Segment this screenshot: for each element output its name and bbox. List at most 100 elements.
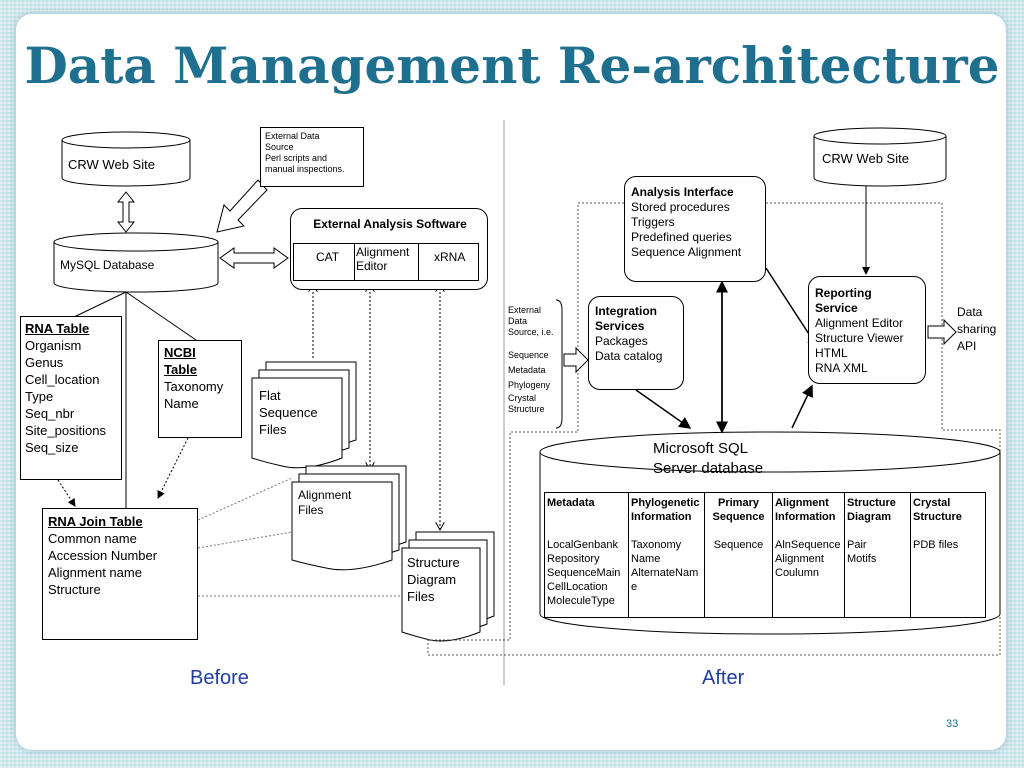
ext-source-block-arrow <box>216 179 268 233</box>
col-item: Taxonomy <box>631 539 682 551</box>
col-title: Structure <box>913 511 962 523</box>
ext-integration-arrow <box>563 346 589 374</box>
col-title: Diagram <box>847 511 892 523</box>
analysis-interface-box: Analysis Interface Stored procedures Tri… <box>624 176 766 282</box>
ncbi-field: Name <box>164 396 199 411</box>
slide-title: Data Management Re-architecture <box>24 36 1000 95</box>
integration-services-box: Integration Services Packages Data catal… <box>588 296 684 390</box>
api-line: Data <box>957 305 983 319</box>
col-title: Metadata <box>547 497 595 509</box>
rna-field: Genus <box>25 355 64 370</box>
rna-field: Type <box>25 389 54 404</box>
col-item: e <box>631 581 638 593</box>
rna-table-box: RNA Table Organism Genus Cell_location T… <box>20 316 122 480</box>
col-item: AlternateNam <box>631 567 699 579</box>
reporting-item: HTML <box>815 346 848 360</box>
after-crw-label: CRW Web Site <box>822 151 909 166</box>
mysql-analysis-arrow <box>219 247 289 269</box>
alignment-info-column: Alignment Information AlnSequence Alignm… <box>773 493 845 617</box>
after-ext-brace <box>555 299 563 429</box>
col-item: MoleculeType <box>547 595 615 607</box>
rna-field: Seq_nbr <box>25 406 75 421</box>
rna-join-field: Alignment name <box>48 565 142 580</box>
before-crw-label: CRW Web Site <box>68 157 155 172</box>
after-ext-source-label: External Data Source, i.e. Sequence Meta… <box>508 305 554 415</box>
page-number: 33 <box>946 718 959 730</box>
before-crw-cylinder <box>61 131 191 187</box>
flat-files-line: Flat <box>259 388 281 403</box>
rna-join-table-box: RNA Join Table Common name Accession Num… <box>42 508 198 640</box>
after-ext-line: Structure <box>508 404 545 414</box>
xrna-label: xRNA <box>434 250 466 264</box>
col-title: Alignment <box>775 497 829 509</box>
ncbi-title: Table <box>164 362 197 377</box>
rna-join-field: Accession Number <box>48 548 158 563</box>
api-line: sharing <box>957 322 997 336</box>
rna-field: Cell_location <box>25 372 100 387</box>
col-item: Sequence <box>713 539 764 551</box>
col-title: Information <box>775 511 836 523</box>
analysis-interface-title: Analysis Interface <box>631 185 734 199</box>
col-title: Primary <box>718 497 759 509</box>
alignment-files-line: Files <box>298 503 324 517</box>
sql-server-line: Microsoft SQL <box>653 440 749 457</box>
after-crw-cylinder <box>813 127 947 187</box>
after-label: After <box>702 667 745 689</box>
col-title: Information <box>631 511 692 523</box>
integration-item: Packages <box>595 334 648 348</box>
col-title: Phylogenetic <box>631 497 700 509</box>
rna-table-title: RNA Table <box>25 321 90 336</box>
before-label: Before <box>190 667 249 689</box>
reporting-item: Alignment Editor <box>815 316 904 330</box>
analysis-interface-item: Stored procedures <box>631 200 730 214</box>
col-item: SequenceMain <box>547 567 621 579</box>
alignment-files-stack <box>291 465 407 571</box>
analysis-software-title: External Analysis Software <box>313 217 467 231</box>
api-line: API <box>957 339 977 353</box>
alignment-files-line: Alignment <box>298 488 352 502</box>
before-mysql-cylinder <box>53 232 219 293</box>
analysis-interface-item: Sequence Alignment <box>631 245 742 259</box>
cat-label: CAT <box>316 250 340 264</box>
structure-files-line: Diagram <box>407 572 457 587</box>
after-dotted-boundary <box>427 202 1001 656</box>
structure-files-line: Files <box>407 589 435 604</box>
before-crw-mysql-arrow <box>116 191 136 233</box>
reporting-item: Structure Viewer <box>815 331 904 345</box>
col-title: Structure <box>847 497 896 509</box>
structure-diagram-column: Structure Diagram Pair Motifs <box>845 493 911 617</box>
after-ext-line: Data <box>508 316 528 326</box>
flat-files-line: Files <box>259 422 287 437</box>
col-item: CellLocation <box>547 581 608 593</box>
data-sharing-arrow <box>927 318 957 346</box>
rna-join-field: Common name <box>48 531 137 546</box>
ext-source-line: Perl scripts and <box>265 153 328 163</box>
before-mysql-label: MySQL Database <box>60 258 155 272</box>
col-item: Name <box>631 553 661 565</box>
col-item: LocalGenbank <box>547 539 618 551</box>
data-sharing-api-label: Data sharing API <box>957 304 996 355</box>
structure-files-stack <box>401 531 495 642</box>
col-item: AlnSequence <box>775 539 841 551</box>
structure-files-label: Structure Diagram Files <box>407 554 460 605</box>
integration-title: Integration <box>595 304 657 318</box>
primary-sequence-column: Primary Sequence Sequence <box>705 493 773 617</box>
sql-server-line: Server database <box>653 460 764 477</box>
rna-field: Organism <box>25 338 82 353</box>
integration-title: Services <box>595 319 645 333</box>
ext-source-line: manual inspections. <box>265 164 345 174</box>
reporting-title: Reporting <box>815 286 872 300</box>
rna-join-title: RNA Join Table <box>48 514 143 529</box>
col-item: Coulumn <box>775 567 820 579</box>
ncbi-table-box: NCBI Table Taxonomy Name <box>158 340 242 438</box>
col-title: Crystal <box>913 497 951 509</box>
rna-field: Seq_size <box>25 440 79 455</box>
rna-field: Site_positions <box>25 423 106 438</box>
analysis-interface-item: Predefined queries <box>631 230 732 244</box>
metadata-column: Metadata LocalGenbank Repository Sequenc… <box>545 493 629 617</box>
col-item: PDB files <box>913 539 959 551</box>
after-ext-line: Crystal <box>508 393 537 403</box>
after-ext-line: External <box>508 305 542 315</box>
analysis-interface-item: Triggers <box>631 215 675 229</box>
after-ext-line: Metadata <box>508 365 546 375</box>
